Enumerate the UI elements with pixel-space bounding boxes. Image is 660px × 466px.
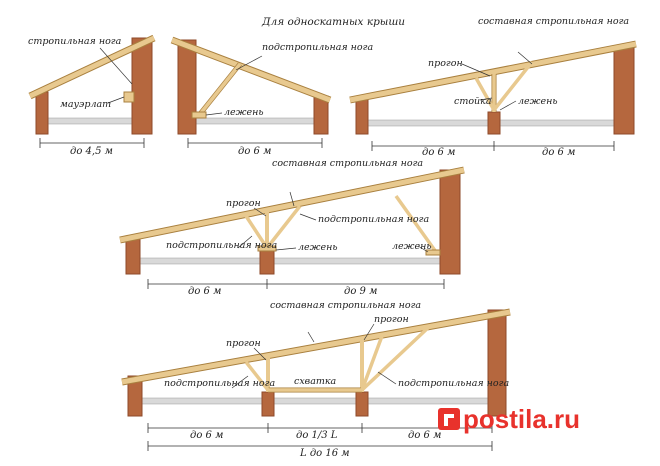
beam xyxy=(187,117,319,125)
diagram-5-longest-span: составная стропильная нога прогон прогон… xyxy=(121,300,511,459)
watermark-logo xyxy=(444,414,454,426)
diagram-1-short-span: стропильная нога мауэрлат до 4,5 м xyxy=(28,34,156,157)
sub-rafter-right xyxy=(394,194,438,254)
diagram-3-two-spans: составная стропильная нога прогон стойка… xyxy=(349,16,637,158)
span-right: до 9 м xyxy=(344,286,377,297)
label-sub-rafter-left: подстропильная нога xyxy=(164,378,275,389)
diagram-2-six-meter: подстропильная нога лежень до 6 м xyxy=(170,36,373,157)
wall-left xyxy=(35,91,49,135)
label-purlin-left: прогон xyxy=(226,338,261,349)
watermark: postila.ru xyxy=(438,404,580,434)
label-sub-rafter-right: подстропильная нога xyxy=(318,214,429,225)
mid-support-right xyxy=(355,391,369,417)
sub-rafter-right xyxy=(360,335,384,391)
label-tie: схватка xyxy=(294,376,337,387)
wall-right xyxy=(613,45,635,135)
lezhen xyxy=(191,111,207,119)
watermark-text: postila.ru xyxy=(463,404,580,434)
watermark-logo xyxy=(438,408,460,430)
mid-support xyxy=(487,111,501,135)
mauerlat xyxy=(123,91,135,103)
label-composite: составная стропильная нога xyxy=(478,16,629,27)
label-sub-rafter-left: подстропильная нога xyxy=(166,240,277,251)
lezhen-right xyxy=(425,249,441,256)
rafter xyxy=(121,309,511,385)
mid-support xyxy=(259,249,275,275)
rafter xyxy=(349,41,637,103)
span-left: до 6 м xyxy=(188,286,221,297)
span-mid: до 1/3 L xyxy=(296,430,338,441)
span-right: до 6 м xyxy=(408,430,441,441)
beam xyxy=(137,397,495,405)
strut xyxy=(492,60,534,112)
label-lezhen: лежень xyxy=(224,107,264,118)
rafter xyxy=(28,35,156,99)
span-total: L до 16 м xyxy=(299,448,350,459)
lezhen-mid xyxy=(257,245,277,252)
label-sub-rafter: подстропильная нога xyxy=(262,42,373,53)
beam xyxy=(43,117,141,125)
label-purlin-right: прогон xyxy=(374,314,409,325)
sub-rafter-mid xyxy=(265,204,302,250)
label-post: стойка xyxy=(454,96,492,107)
rafter xyxy=(119,167,465,243)
span-right: до 6 м xyxy=(542,147,575,158)
wall-left xyxy=(355,97,369,135)
label-mauerlat: мауэрлат xyxy=(60,99,111,110)
diagram-4-wide-span: составная стропильная нога прогон подстр… xyxy=(119,158,465,297)
label-purlin: прогон xyxy=(226,198,261,209)
wall-left xyxy=(127,375,143,417)
span-label: до 6 м xyxy=(238,146,271,157)
label-purlin: прогон xyxy=(428,58,463,69)
wall-right xyxy=(487,309,507,417)
mid-support-left xyxy=(261,391,275,417)
sub-rafter xyxy=(198,62,242,116)
label-lezhen-right: лежень xyxy=(392,241,432,252)
label-sub-rafter-right: подстропильная нога xyxy=(398,378,509,389)
rafter xyxy=(171,37,331,103)
label-composite: составная стропильная нога xyxy=(272,158,423,169)
beam xyxy=(135,257,443,265)
wall-right xyxy=(131,37,153,135)
page-title: Для односкатных крыши xyxy=(261,16,405,28)
sub-rafter-left xyxy=(244,360,270,392)
label-composite: составная стропильная нога xyxy=(270,300,421,311)
wall-left xyxy=(177,39,197,135)
sub-rafter-right-2 xyxy=(360,324,432,392)
wall-right xyxy=(439,169,461,275)
label-rafter: стропильная нога xyxy=(28,36,122,47)
strut xyxy=(474,77,496,111)
span-left: до 6 м xyxy=(190,430,223,441)
span-left: до 6 м xyxy=(422,147,455,158)
label-lezhen: лежень xyxy=(518,96,558,107)
span-label: до 4,5 м xyxy=(70,146,113,157)
label-lezhen-mid: лежень xyxy=(298,242,338,253)
sub-rafter-left xyxy=(244,215,269,249)
